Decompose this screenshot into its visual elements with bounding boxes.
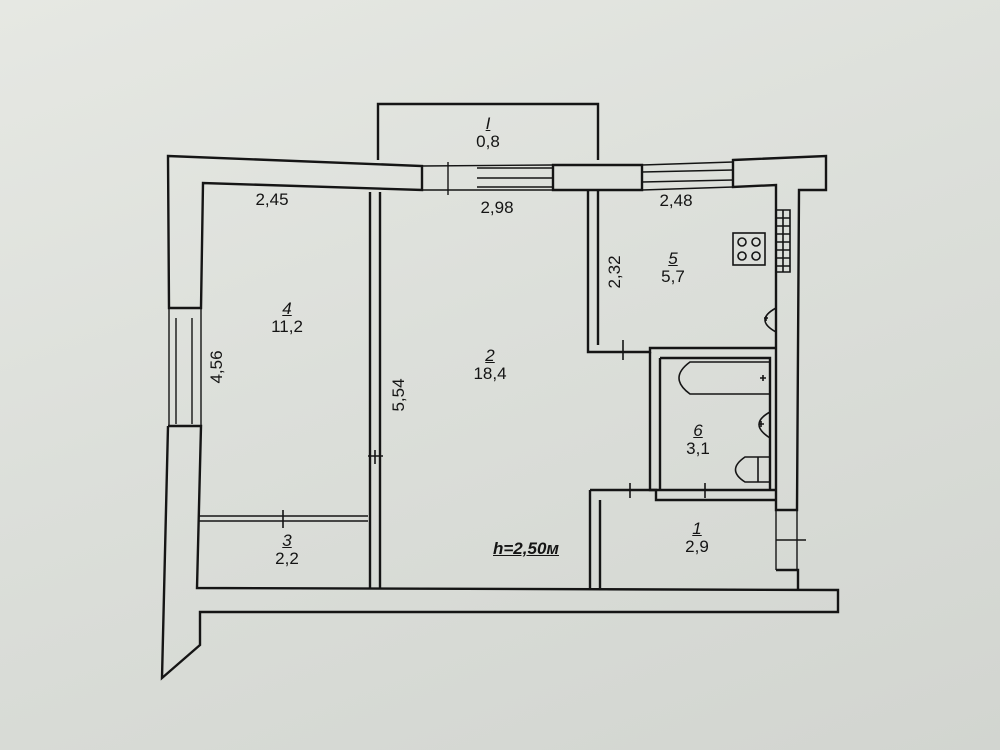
windows	[168, 161, 806, 570]
room-area: 11,2	[271, 317, 303, 336]
room-label-6: 6 3,1	[686, 422, 710, 458]
room-number: 2	[485, 346, 495, 365]
room-label-3: 3 2,2	[275, 532, 299, 568]
room-label-1: 1 2,9	[685, 520, 709, 556]
partitions	[199, 190, 776, 588]
sink-icon	[764, 306, 777, 334]
room-number: 6	[693, 421, 703, 440]
dimension-kitchen-side: 2,32	[605, 255, 624, 289]
dimension-top-middle: 2,98	[480, 198, 514, 217]
room-area: 18,4	[473, 364, 507, 383]
room-label-5: 5 5,7	[661, 250, 685, 286]
sink-icon	[758, 410, 771, 440]
room-number: 3	[282, 531, 292, 550]
room-area: 2,2	[275, 549, 299, 568]
outer-walls	[160, 154, 840, 681]
toilet-icon	[734, 456, 771, 483]
dimension-top-right: 2,48	[659, 191, 693, 210]
room-area: 3,1	[686, 439, 710, 458]
room-label-4: 4 11,2	[271, 300, 303, 336]
bathtub-icon	[678, 361, 771, 395]
dimension-left-wall: 4,56	[207, 350, 226, 384]
dimension-top-left: 2,45	[255, 190, 289, 209]
room-number: I	[485, 114, 491, 133]
balcony	[376, 102, 600, 160]
dimension-middle-wall: 5,54	[389, 378, 408, 412]
room-label-2: 2 18,4	[473, 347, 506, 383]
room-number: 1	[692, 519, 702, 538]
stove-icon	[732, 232, 766, 266]
room-area: 2,9	[685, 537, 709, 556]
room-label-balcony: I 0,8	[476, 115, 500, 151]
room-area: 0,8	[476, 132, 500, 151]
ceiling-height-note: h=2,50м	[493, 539, 559, 558]
room-area: 5,7	[661, 267, 685, 286]
room-number: 5	[668, 249, 678, 268]
ventilation-icon	[775, 209, 791, 273]
room-number: 4	[282, 299, 292, 318]
